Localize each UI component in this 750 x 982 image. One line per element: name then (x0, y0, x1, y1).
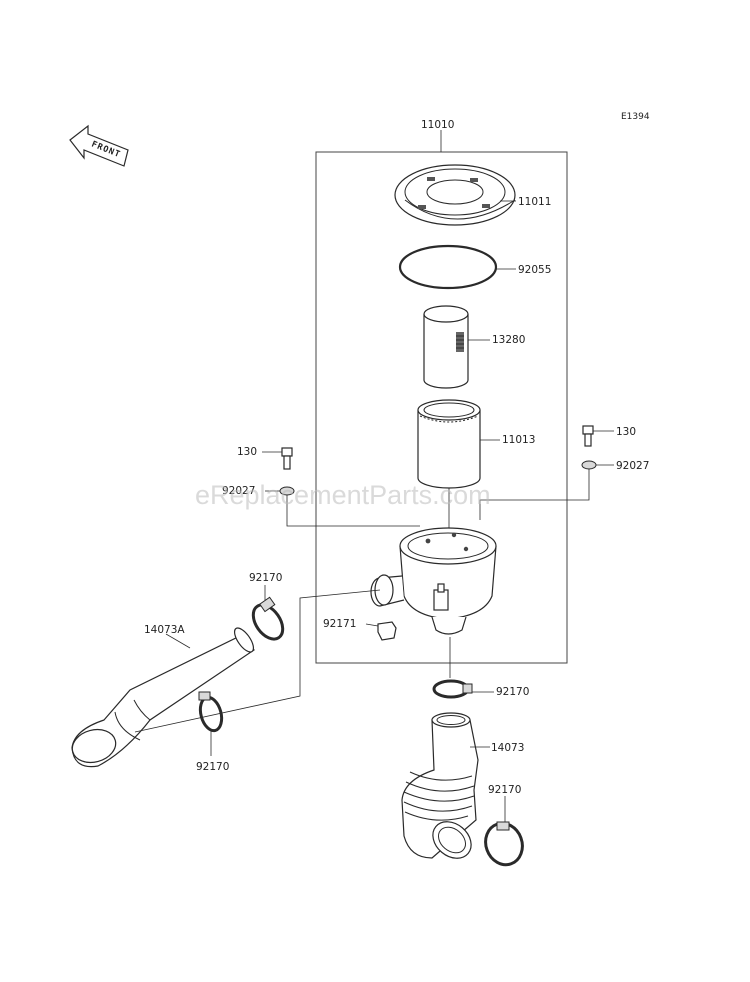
left-intake-duct (71, 627, 255, 768)
watermark: eReplacementParts.com (195, 480, 491, 510)
clip (377, 621, 397, 641)
callout-washer-left: 92027 (222, 485, 255, 497)
diagram-code: E1394 (621, 112, 650, 122)
callout-cap: 11011 (518, 196, 551, 208)
callout-assembly: 11010 (421, 119, 454, 131)
callout-clamp-upper-left: 92170 (249, 572, 282, 584)
o-ring (398, 244, 498, 290)
front-arrow-icon: FRONT (69, 124, 129, 167)
bottom-intake-duct (401, 712, 479, 859)
assembly-box (315, 151, 568, 664)
callout-clip: 92171 (323, 618, 356, 630)
air-cleaner-housing (370, 527, 497, 635)
callout-washer-right: 92027 (616, 460, 649, 472)
callout-outer-element: 11013 (502, 434, 535, 446)
callout-bolt-left: 130 (237, 446, 257, 458)
clamp-lower-left (198, 691, 224, 733)
air-cleaner-cap (394, 164, 516, 226)
clamp-mid-right (432, 679, 473, 699)
clamp-bottom-right (484, 821, 524, 867)
inner-filter-element (423, 305, 469, 389)
washer-right (581, 460, 597, 470)
callout-oring: 92055 (518, 264, 551, 276)
callout-bolt-right: 130 (616, 426, 636, 438)
callout-duct-left: 14073A (144, 624, 185, 636)
callout-clamp-mid-right: 92170 (496, 686, 529, 698)
callout-clamp-bottom-right: 92170 (488, 784, 521, 796)
bolt-left (281, 447, 293, 470)
callout-duct-bottom: 14073 (491, 742, 524, 754)
callout-inner-element: 13280 (492, 334, 525, 346)
clamp-upper-left (251, 596, 285, 641)
bolt-right (582, 425, 594, 447)
outer-filter-element (417, 399, 481, 489)
callout-clamp-lower-left: 92170 (196, 761, 229, 773)
